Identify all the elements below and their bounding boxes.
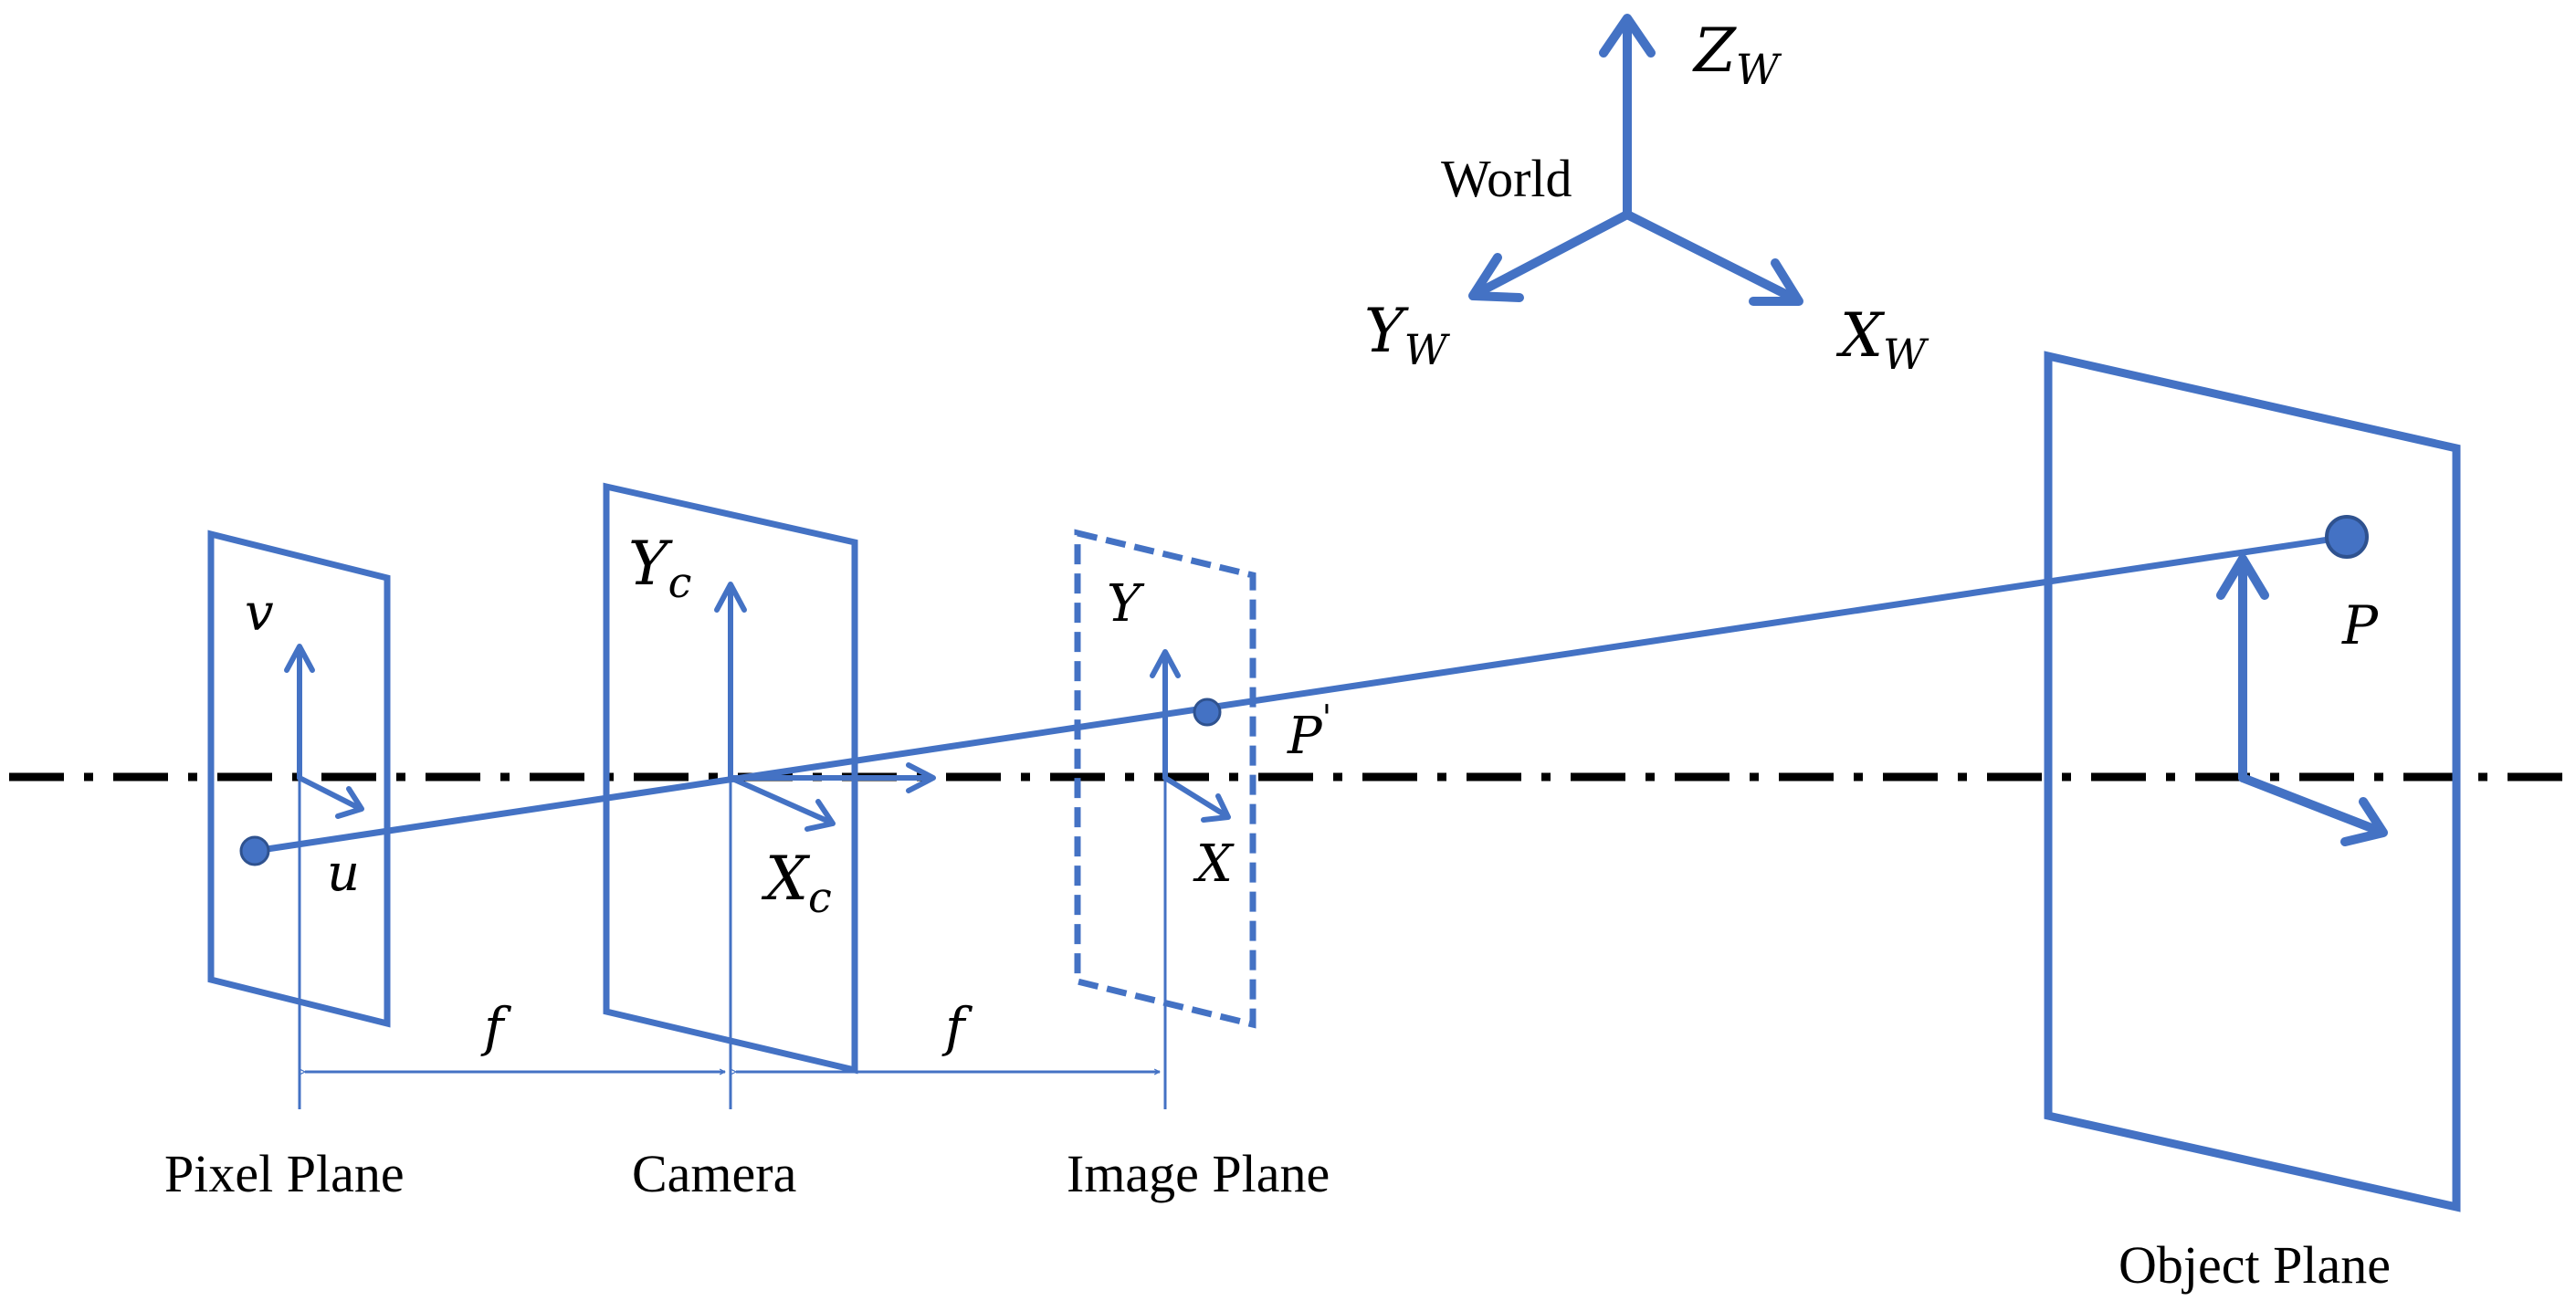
- object-point: [2325, 515, 2369, 559]
- world-y-axis-label: YW: [1364, 296, 1451, 374]
- image-axes: [1150, 649, 1231, 823]
- image-y-label: Y: [1107, 574, 1145, 634]
- focal-label-right: f: [941, 996, 973, 1058]
- pixel-point: [239, 835, 270, 866]
- world-axes: [1468, 14, 1803, 306]
- world-z-axis-label: ZW: [1692, 16, 1782, 94]
- pixel-u-label: u: [327, 844, 360, 903]
- object-point-label: P: [2341, 594, 2379, 656]
- pixel-v-label: v: [245, 583, 274, 643]
- focal-guides: [298, 778, 1167, 1109]
- image-point: [1193, 698, 1222, 727]
- camera-axes: [714, 582, 936, 832]
- pixel-axes: [284, 644, 364, 819]
- object-plane-caption: Object Plane: [2119, 1235, 2391, 1295]
- image-plane-caption: Image Plane: [1067, 1144, 1330, 1203]
- object-axes: [2216, 554, 2388, 846]
- world-label: World: [1441, 149, 1572, 208]
- image-plane: [1074, 529, 1256, 1029]
- camera-x-axis-label: Xc: [761, 844, 832, 922]
- world-x-axis-label: XW: [1835, 300, 1929, 379]
- image-point-label: P': [1287, 698, 1331, 766]
- object-plane: [2044, 351, 2461, 1212]
- projection-ray: [254, 533, 2348, 855]
- image-x-label: X: [1193, 834, 1235, 894]
- pixel-plane: [207, 530, 391, 1028]
- camera-y-axis-label: Yc: [628, 529, 691, 607]
- pixel-plane-caption: Pixel Plane: [164, 1144, 405, 1203]
- camera-caption: Camera: [632, 1144, 796, 1203]
- focal-label-left: f: [480, 996, 512, 1058]
